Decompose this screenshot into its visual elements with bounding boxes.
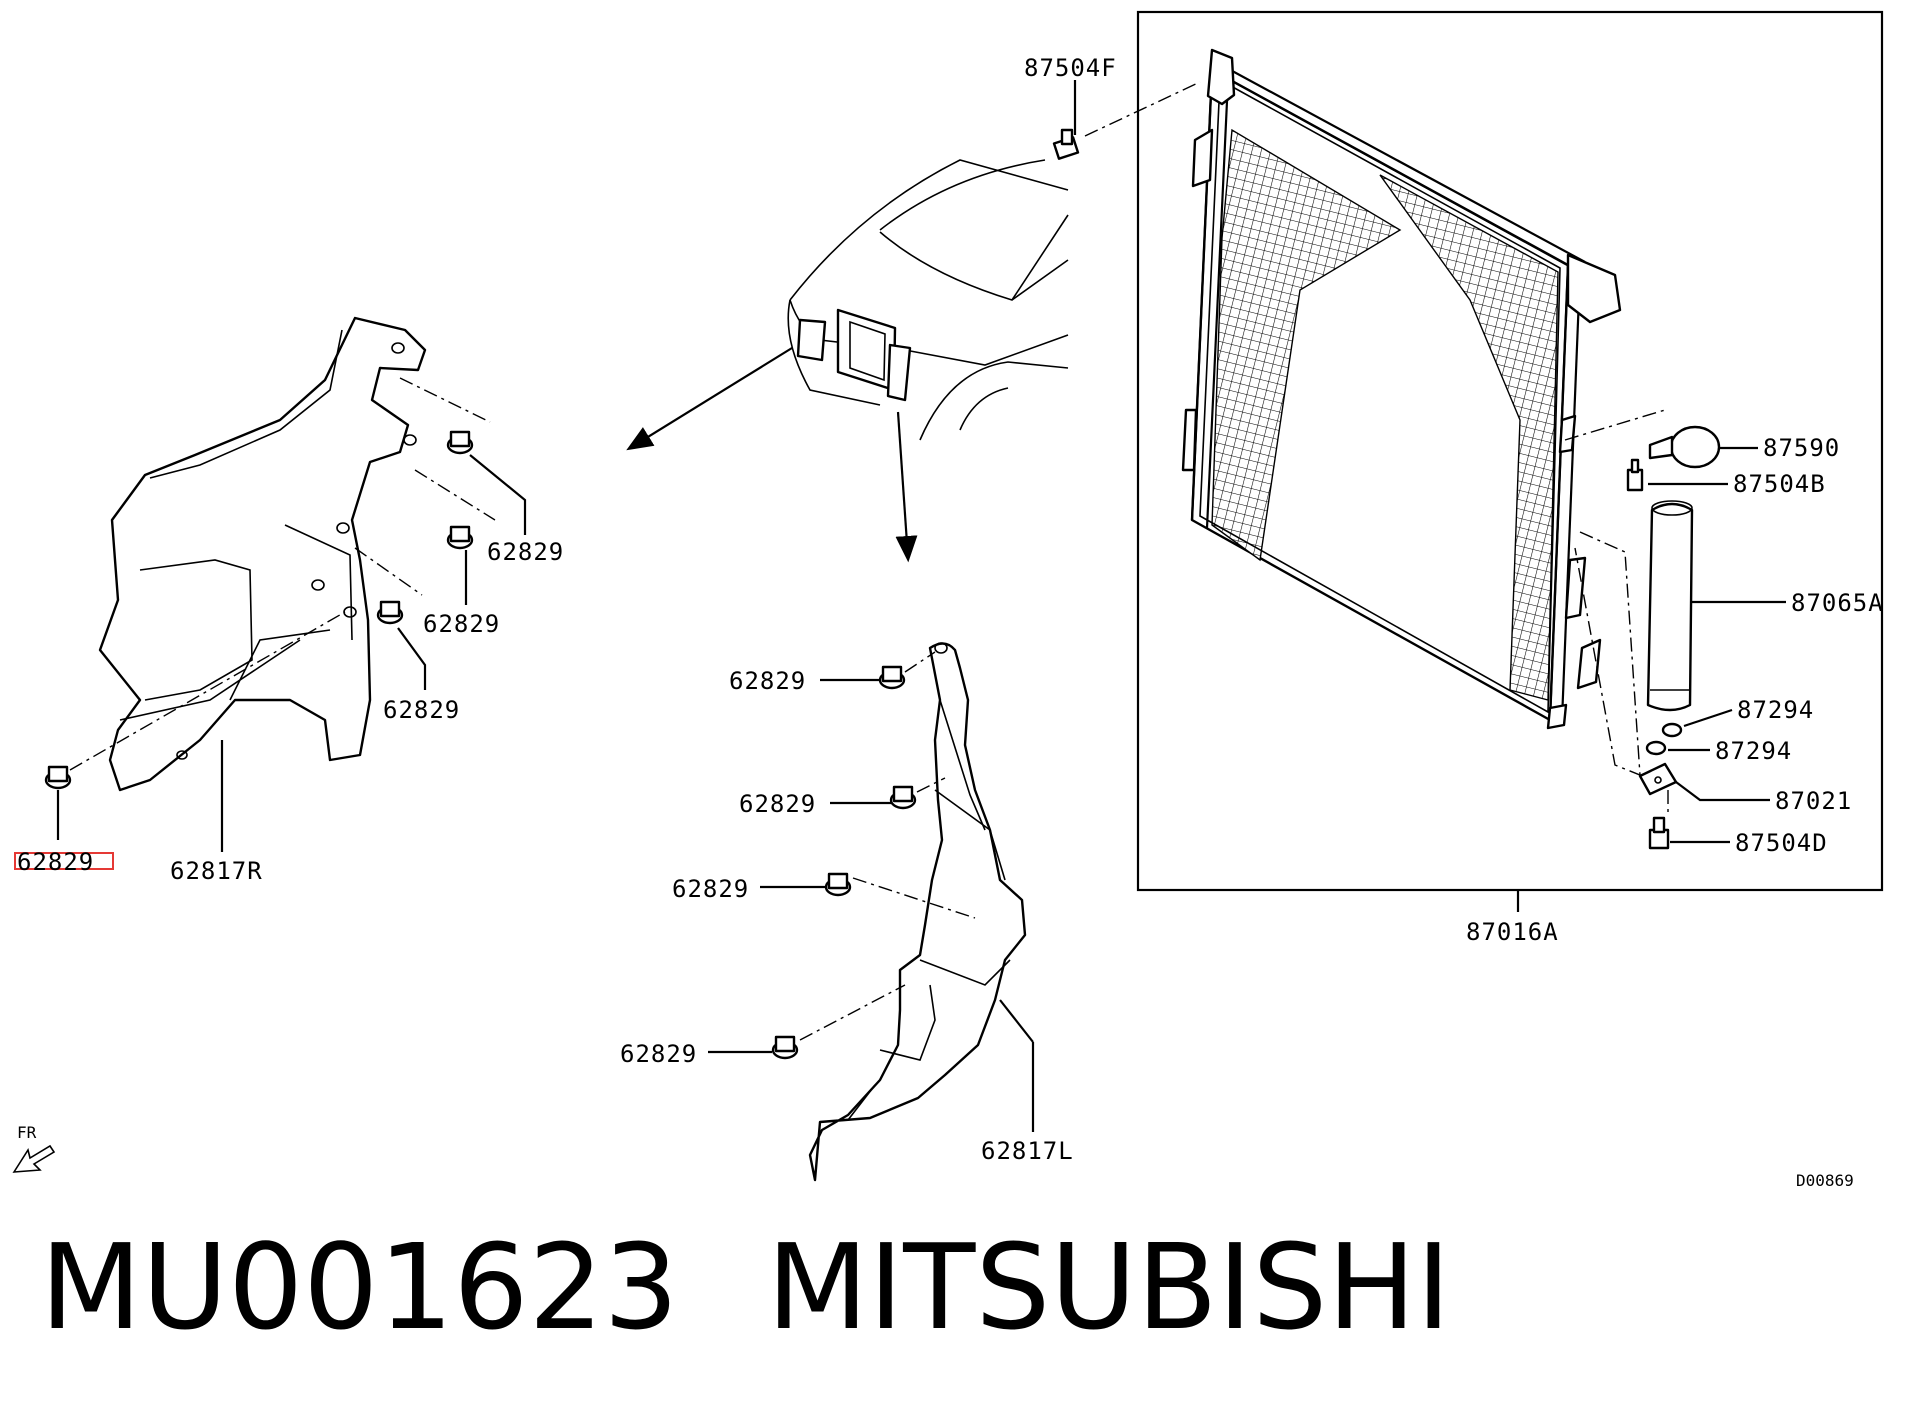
splash-shield-62817r: [98, 316, 427, 792]
clip-62829-icon: [376, 600, 404, 625]
bracket-87590-icon: [1648, 425, 1721, 469]
front-indicator-label: FR: [17, 1123, 37, 1142]
label-87504d: 87504D: [1735, 829, 1828, 857]
label-62829-left-1: 62829: [729, 667, 806, 695]
clip-62829-icon: [878, 665, 906, 690]
label-87294-lower: 87294: [1715, 737, 1792, 765]
label-87504b: 87504B: [1733, 470, 1826, 498]
front-arrow-icon: [12, 1144, 56, 1173]
label-62829-right-3: 62829: [383, 696, 460, 724]
clip-62829-icon: [771, 1035, 799, 1060]
receiver-drier-87065a-icon: [1646, 500, 1694, 712]
oring-87294-upper-icon: [1661, 722, 1683, 738]
condenser-group-frame: [1136, 10, 1884, 892]
label-87504f: 87504F: [1024, 54, 1117, 82]
label-62829-left-2: 62829: [739, 790, 816, 818]
clip-62829-icon: [446, 525, 474, 550]
clip-62829-icon: [44, 765, 72, 790]
bolt-87504d-icon: [1648, 816, 1670, 850]
plate-87021-icon: [1638, 762, 1678, 796]
bolt-87504f-icon: [1052, 128, 1080, 160]
label-62829-right-highlighted[interactable]: 62829: [17, 848, 94, 876]
oring-87294-lower-icon: [1645, 740, 1667, 756]
diagram-code: D00869: [1796, 1171, 1854, 1190]
label-62829-left-4: 62829: [620, 1040, 697, 1068]
label-87294-upper: 87294: [1737, 696, 1814, 724]
label-62829-right-1: 62829: [487, 538, 564, 566]
label-62817r: 62817R: [170, 857, 263, 885]
label-87021: 87021: [1775, 787, 1852, 815]
clip-62829-icon: [446, 430, 474, 455]
clip-62829-icon: [889, 785, 917, 810]
condenser-core: [1181, 48, 1622, 730]
bolt-87504b-icon: [1626, 458, 1644, 492]
clip-62829-icon: [824, 872, 852, 897]
label-87065a: 87065A: [1791, 589, 1884, 617]
label-87016a: 87016A: [1466, 918, 1559, 946]
label-62829-right-2: 62829: [423, 610, 500, 638]
label-62829-left-3: 62829: [672, 875, 749, 903]
highlight-box: [14, 852, 114, 870]
brand-name: MITSUBISHI: [766, 1218, 1451, 1356]
label-87590: 87590: [1763, 434, 1840, 462]
splash-shield-62817l: [808, 642, 1027, 1182]
part-number: MU001623: [40, 1218, 679, 1356]
vehicle-location-icon: [626, 159, 1069, 563]
label-62817l: 62817L: [981, 1137, 1074, 1165]
